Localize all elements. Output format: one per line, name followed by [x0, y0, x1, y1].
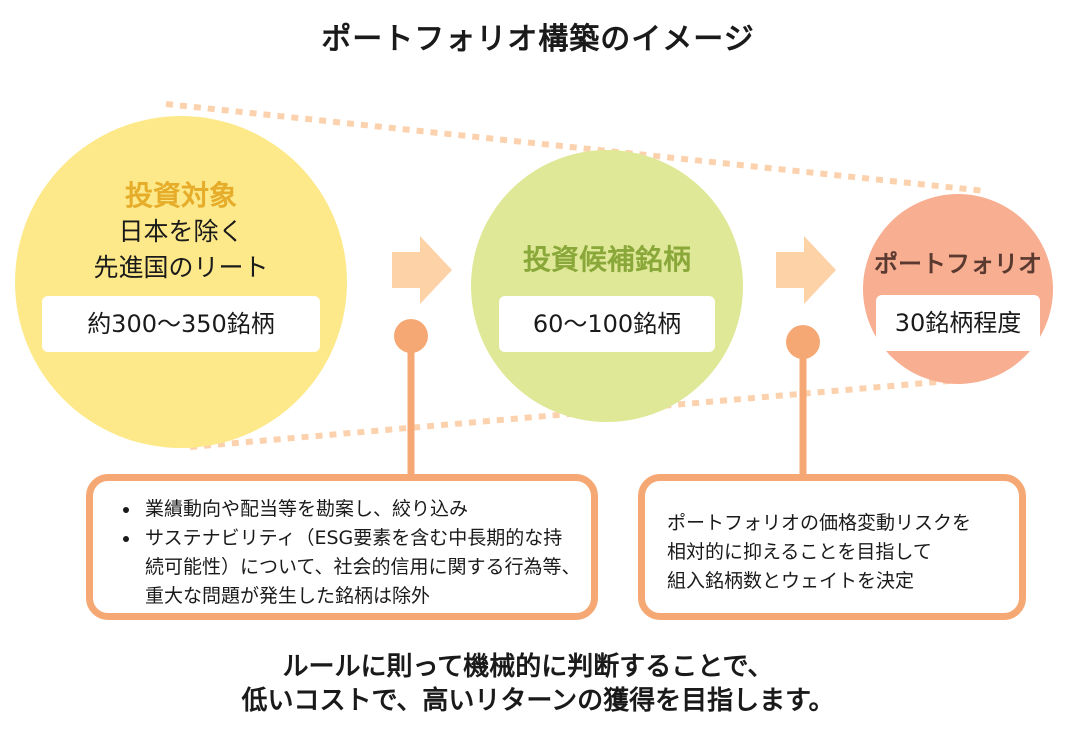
arrow-2	[776, 236, 836, 304]
stage-description-line: 日本を除く	[118, 217, 244, 246]
stage-count-box: 60～100銘柄	[499, 296, 715, 352]
funnel-bottom-line	[189, 377, 961, 450]
stage-portfolio: ポートフォリオ 30銘柄程度	[863, 194, 1053, 384]
list-item: サステナビリティ（ESG要素を含む中長期的な持続可能性）について、社会的信用に関…	[141, 524, 581, 611]
note-line: 組入銘柄数とウェイトを決定	[667, 570, 915, 592]
stage-description-line: 先進国のリート	[93, 253, 269, 282]
footer-line-2: 低いコストで、高いリターンの獲得を目指します。	[241, 686, 835, 716]
stage-heading: ポートフォリオ	[874, 250, 1042, 278]
weighting-text: ポートフォリオの価格変動リスクを 相対的に抑えることを目指して 組入銘柄数とウェ…	[645, 481, 1019, 596]
funnel-top-line	[165, 101, 986, 194]
page-title: ポートフォリオ構築のイメージ	[321, 22, 755, 57]
stage-count-box: 約300～350銘柄	[42, 296, 320, 352]
connector-dot-1	[394, 319, 428, 353]
note-line: ポートフォリオの価格変動リスクを	[667, 512, 972, 534]
stage-candidate-stocks: 投資候補銘柄 60～100銘柄	[471, 150, 743, 422]
list-item: 業績動向や配当等を勘案し、絞り込み	[141, 495, 581, 524]
stage-investment-universe: 投資対象 日本を除く 先進国のリート 約300～350銘柄	[15, 116, 347, 448]
note-line: 相対的に抑えることを目指して	[667, 541, 932, 563]
connector-dot-2	[786, 325, 820, 359]
arrow-1	[392, 236, 452, 304]
stage-heading: 投資対象	[124, 179, 237, 212]
weighting-note: ポートフォリオの価格変動リスクを 相対的に抑えることを目指して 組入銘柄数とウェ…	[638, 474, 1026, 620]
footer-line-1: ルールに則って機械的に判断することで、	[282, 652, 774, 682]
stage-count-box: 30銘柄程度	[876, 295, 1040, 351]
screening-note: 業績動向や配当等を勘案し、絞り込み サステナビリティ（ESG要素を含む中長期的な…	[86, 474, 598, 620]
stage-heading: 投資候補銘柄	[522, 243, 691, 276]
screening-bullets: 業績動向や配当等を勘案し、絞り込み サステナビリティ（ESG要素を含む中長期的な…	[93, 481, 591, 611]
